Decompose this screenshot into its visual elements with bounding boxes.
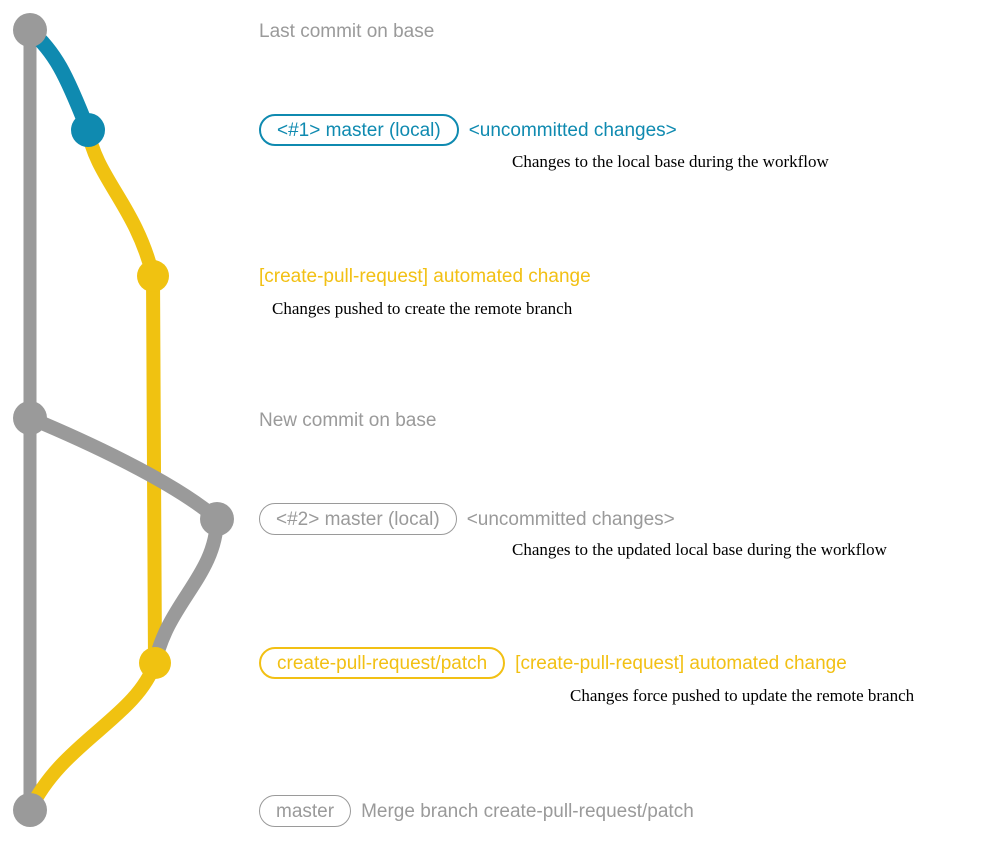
edge-gray-to-local2 <box>23 411 224 526</box>
commit-title-local-master-2: <uncommitted changes> <box>466 508 675 530</box>
edge-yellow-from-local <box>81 123 160 283</box>
branch-pill-local-master-2[interactable]: <#2> master (local) <box>259 503 457 535</box>
commit-title-new-commit: New commit on base <box>259 410 437 431</box>
description-local-master-1: Changes to the local base during the wor… <box>512 152 829 171</box>
description-local-master-2: Changes to the updated local base during… <box>512 540 887 559</box>
node-merge-commit <box>13 793 47 827</box>
node-last-commit-on-base <box>13 13 47 47</box>
node-local-master-1 <box>71 113 105 147</box>
row-automated-change-2: create-pull-request/patch [create-pull-r… <box>259 647 847 679</box>
edge-teal-branch <box>22 22 96 138</box>
description-automated-change-2: Changes force pushed to update the remot… <box>570 686 915 705</box>
branch-pill-master[interactable]: master <box>259 795 352 827</box>
description-automated-change-1: Changes pushed to create the remote bran… <box>272 299 573 318</box>
node-automated-change-2 <box>139 647 171 679</box>
commit-title-automated-change-1: [create-pull-request] automated change <box>259 266 591 287</box>
node-local-master-2 <box>200 502 234 536</box>
commit-title-automated-change-2: [create-pull-request] automated change <box>515 652 847 674</box>
commit-title-local-master-1: <uncommitted changes> <box>468 119 677 141</box>
edge-gray-to-yellow2 <box>148 512 224 670</box>
row-merge-commit: master Merge branch create-pull-request/… <box>259 795 694 827</box>
branch-pill-local-master-1[interactable]: <#1> master (local) <box>259 114 459 146</box>
graph-edges <box>22 22 224 817</box>
node-new-commit-on-base <box>13 401 47 435</box>
edge-yellow-merge <box>23 656 162 817</box>
row-local-master-2: <#2> master (local) <uncommitted changes… <box>259 503 675 535</box>
graph-nodes <box>13 13 234 827</box>
node-automated-change-1 <box>137 260 169 292</box>
commit-title-last-commit: Last commit on base <box>259 21 435 42</box>
commit-title-merge-commit: Merge branch create-pull-request/patch <box>361 800 694 822</box>
branch-pill-create-pull-request-patch[interactable]: create-pull-request/patch <box>259 647 506 679</box>
row-local-master-1: <#1> master (local) <uncommitted changes… <box>259 114 677 146</box>
